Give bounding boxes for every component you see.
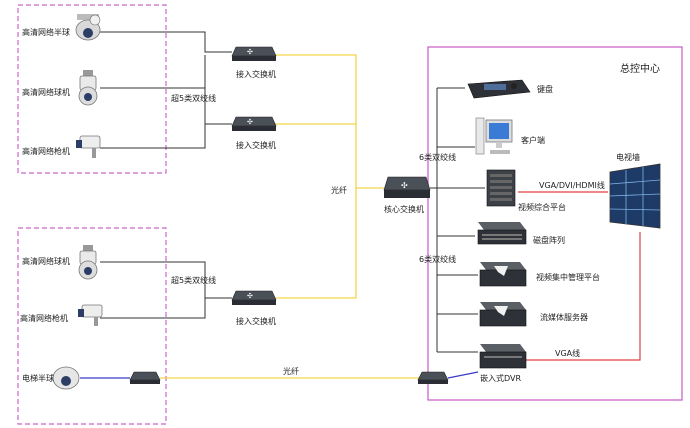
cable-label-fiber-1: 光纤 (331, 185, 347, 195)
access-switch-icon: ✣ (231, 46, 277, 61)
streaming-server-icon (479, 302, 527, 327)
cable-label-fiber-2: 光纤 (283, 366, 299, 376)
camera-zone-bottom (17, 227, 167, 425)
cable-label-vga-multi: VGA/DVI/HDMI线 (539, 180, 605, 190)
client-computer-icon (475, 117, 513, 155)
camera-label-6: 电梯半球 (22, 373, 54, 383)
disk-array-icon (477, 222, 527, 245)
core-switch-label: 核心交换机 (384, 204, 424, 214)
display-cables (518, 191, 641, 361)
elevator-switch-icon (129, 371, 161, 384)
access-switch-label-3: 接入交换机 (236, 316, 276, 326)
access-switch-label-2: 接入交换机 (236, 140, 276, 150)
bullet-camera-icon (76, 135, 101, 158)
disk-array-label: 磁盘阵列 (533, 235, 565, 245)
cable-label-cat6-2: 6类双绞线 (419, 254, 456, 264)
camera-label-4: 高清网络球机 (22, 256, 70, 266)
video-platform-icon (486, 169, 516, 207)
camera-label-2: 高清网络球机 (22, 87, 70, 97)
camera-label-5: 高清网络枪机 (20, 313, 68, 323)
cable-label-cat5e-1: 超5类双绞线 (171, 93, 216, 103)
speed-dome-camera-icon (78, 245, 98, 280)
camera-label-3: 高清网络枪机 (22, 146, 70, 156)
dome-camera-icon (75, 14, 101, 41)
cable-label-cat5e-2: 超5类双绞线 (171, 275, 216, 285)
cable-label-cat6-1: 6类双绞线 (419, 152, 456, 162)
core-switch-icon: ✣ (383, 176, 431, 198)
access-switch-icon: ✣ (231, 290, 277, 305)
dvr-label: 嵌入式DVR (480, 373, 521, 383)
cable-label-vga: VGA线 (555, 348, 580, 358)
access-switch-label-1: 接入交换机 (236, 69, 276, 79)
svg-text:✣: ✣ (247, 292, 253, 300)
camera-label-1: 高清网络半球 (22, 27, 70, 37)
control-center-title: 总控中心 (620, 62, 660, 75)
access-switch-icon: ✣ (231, 116, 277, 131)
management-platform-label: 视频集中管理平台 (536, 272, 600, 282)
video-platform-label: 视频综合平台 (518, 202, 566, 212)
center-bus (430, 87, 485, 353)
bullet-camera-icon (78, 304, 103, 326)
control-center-zone (427, 46, 683, 401)
keyboard-label: 键盘 (537, 84, 553, 94)
fiber-cables (160, 54, 420, 379)
dvr-side-switch-icon (417, 371, 449, 384)
camera-cables (100, 31, 232, 319)
elevator-dome-camera-icon (52, 366, 80, 390)
tv-wall-label: 电视墙 (616, 152, 640, 162)
streaming-server-label: 流媒体服务器 (540, 312, 588, 322)
client-label: 客户端 (521, 135, 545, 145)
svg-text:✣: ✣ (247, 118, 253, 126)
management-platform-icon (479, 262, 527, 287)
keyboard-icon (467, 79, 531, 99)
camera-zone-top (17, 4, 167, 174)
tv-wall-icon (609, 163, 661, 229)
svg-text:✣: ✣ (401, 181, 408, 190)
svg-text:✣: ✣ (247, 48, 253, 56)
dvr-link-cable (447, 371, 479, 379)
speed-dome-camera-icon (78, 70, 98, 106)
dvr-icon (479, 344, 527, 369)
